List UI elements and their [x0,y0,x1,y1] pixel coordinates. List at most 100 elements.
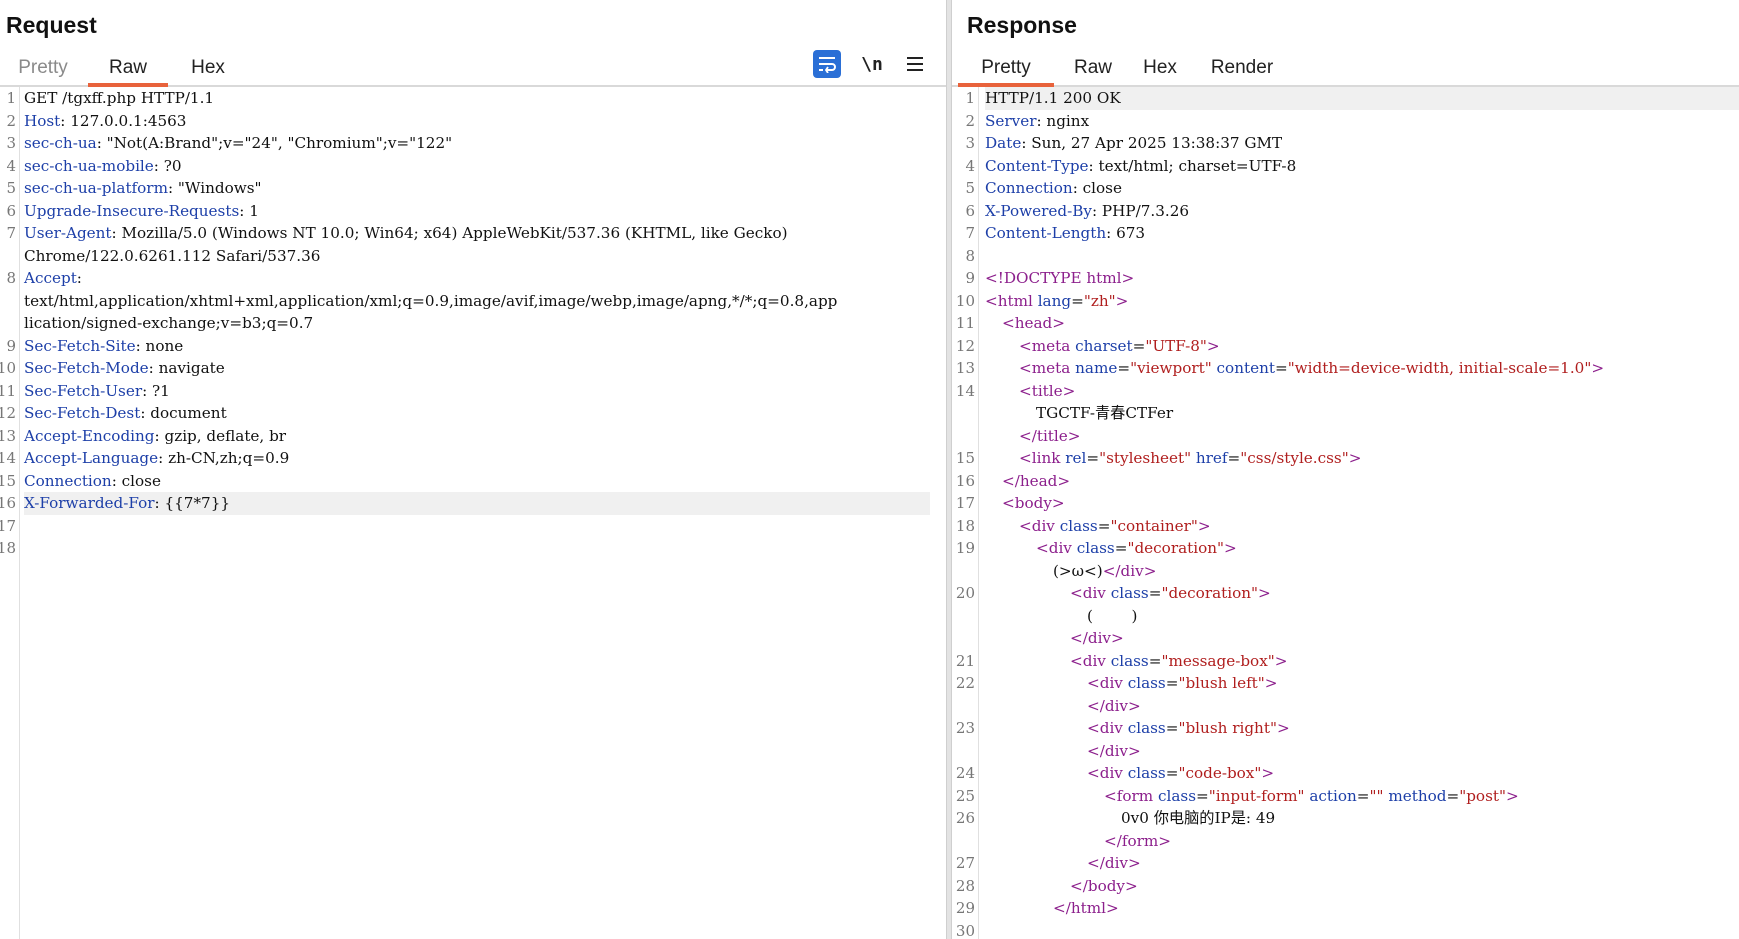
response-pane: Response Pretty Raw Hex Render 1 2 3 4 5… [952,0,1739,939]
response-line: <div class="decoration"> [985,582,1739,605]
header-name: Date [985,134,1022,152]
tag: > [1264,674,1278,692]
request-line: Accept-Encoding: gzip, deflate, br [24,425,946,448]
attr-value: "stylesheet" [1099,449,1192,467]
attr-value: "decoration" [1127,539,1224,557]
attr-value: "UTF-8" [1145,336,1207,355]
response-line: <div class="decoration"> [985,537,1739,560]
tag: <html [985,291,1038,310]
header-name: Content-Length [985,224,1107,242]
attr: charset [1075,336,1133,355]
header-value: : ?0 [153,156,182,175]
emoticon-text: (>ω<) [1053,561,1103,580]
tag: </div> [1102,561,1157,580]
request-line: Sec-Fetch-Site: none [24,335,946,358]
eq: = [1097,516,1111,535]
request-line: Sec-Fetch-Mode: navigate [24,357,946,380]
request-editor[interactable]: 1 2 3 4 5 6 7 8 9 10 11 12 13 14 15 16 1… [0,87,946,939]
request-line: Sec-Fetch-User: ?1 [24,380,946,403]
tag: <div [1070,651,1111,670]
request-line: sec-ch-ua: "Not(A:Brand";v="24", "Chromi… [24,132,946,155]
response-line: </head> [1002,471,1071,490]
tag: > [1115,291,1129,310]
response-line: <link rel="stylesheet" href="css/style.c… [985,447,1739,470]
eq: = [1274,359,1288,377]
attr-value: "container" [1110,516,1198,535]
tag: <meta [1019,359,1076,377]
header-name: Server [985,111,1037,130]
attr: class [1059,516,1098,535]
line-number: 18 [0,539,16,557]
attr: class [1127,719,1166,737]
line-number: 14 [0,449,16,467]
response-line: </body> [1070,876,1138,895]
tag: > [1505,786,1519,805]
attr: class [1110,584,1149,602]
tag: > [1224,539,1237,557]
response-line: <html lang="zh"> [985,290,1739,313]
hamburger-menu-icon[interactable] [901,50,929,78]
response-line: <form class="input-form" action="" metho… [985,785,1739,808]
request-line: Accept-Language: zh-CN,zh;q=0.9 [24,447,946,470]
line-number: 11 [955,314,975,332]
line-number: 5 [6,179,16,197]
request-line: Sec-Fetch-Dest: document [24,402,946,425]
line-number: 16 [0,494,16,512]
request-line-wrap: Chrome/122.0.6261.112 Safari/537.36 [24,246,321,265]
tag: <div [1087,764,1128,782]
header-name: Content-Type [985,156,1089,175]
request-tab-hex[interactable]: Hex [191,57,225,78]
attr: name [1075,359,1118,377]
response-title: Response [967,12,1077,38]
line-number: 9 [6,336,16,355]
response-line: <meta charset="UTF-8"> [985,335,1739,358]
header-name: X-Powered-By [985,201,1092,220]
request-tab-pretty[interactable]: Pretty [18,57,68,78]
attr-value: "" [1369,786,1384,805]
response-tab-raw[interactable]: Raw [1073,57,1112,78]
header-value: : document [140,404,227,422]
request-line: User-Agent: Mozilla/5.0 (Windows NT 10.0… [24,222,946,245]
response-line: <div class="container"> [985,515,1739,538]
line-number: 13 [955,359,975,377]
header-value: : 673 [1106,224,1146,242]
response-editor[interactable]: 1 2 3 4 5 6 7 8 9 10 11 12 13 14 15 16 1… [952,87,1739,939]
pane-splitter[interactable] [946,0,952,939]
tag: <link [1019,449,1066,467]
eq: = [1196,786,1209,805]
eq: = [1071,291,1084,310]
response-tab-pretty[interactable]: Pretty [958,55,1054,87]
eq: = [1148,584,1162,602]
request-tab-raw[interactable]: Raw [88,55,168,87]
header-value: : none [135,336,184,355]
header-value: : PHP/7.3.26 [1091,201,1190,220]
newline-toggle-button[interactable]: \n [861,53,883,75]
header-name: sec-ch-ua-mobile [24,156,154,175]
header-name: Host [24,111,61,130]
line-number: 1 [965,89,975,107]
line-number: 16 [955,471,975,490]
line-number: 6 [6,201,16,220]
header-name: X-Forwarded-For [24,494,155,512]
response-tab-hex[interactable]: Hex [1143,57,1177,78]
response-tab-render[interactable]: Render [1210,57,1274,78]
line-number: 25 [955,786,975,805]
attr: class [1076,539,1115,557]
wrap-lines-icon[interactable] [813,50,841,78]
tag: <div [1070,584,1111,602]
response-line: <div class="blush right"> [985,717,1739,740]
attr-value: "viewport" [1130,359,1212,377]
attr: href [1191,449,1228,467]
request-tabs: Pretty Raw Hex [0,52,946,87]
response-line-ip-text: 0v0 你电脑的IP是: 49 [1121,809,1276,827]
line-number: 10 [955,291,975,310]
tag: > [1261,764,1275,782]
header-name: Sec-Fetch-Site [24,336,136,355]
line-number: 3 [6,134,16,152]
header-value: : "Not(A:Brand";v="24", "Chromium";v="12… [96,134,453,152]
tag: <meta [1019,336,1076,355]
line-number: 8 [6,269,16,287]
header-name: User-Agent [24,224,112,242]
attr-value: "blush right" [1178,719,1277,737]
request-line: Upgrade-Insecure-Requests: 1 [24,200,946,223]
